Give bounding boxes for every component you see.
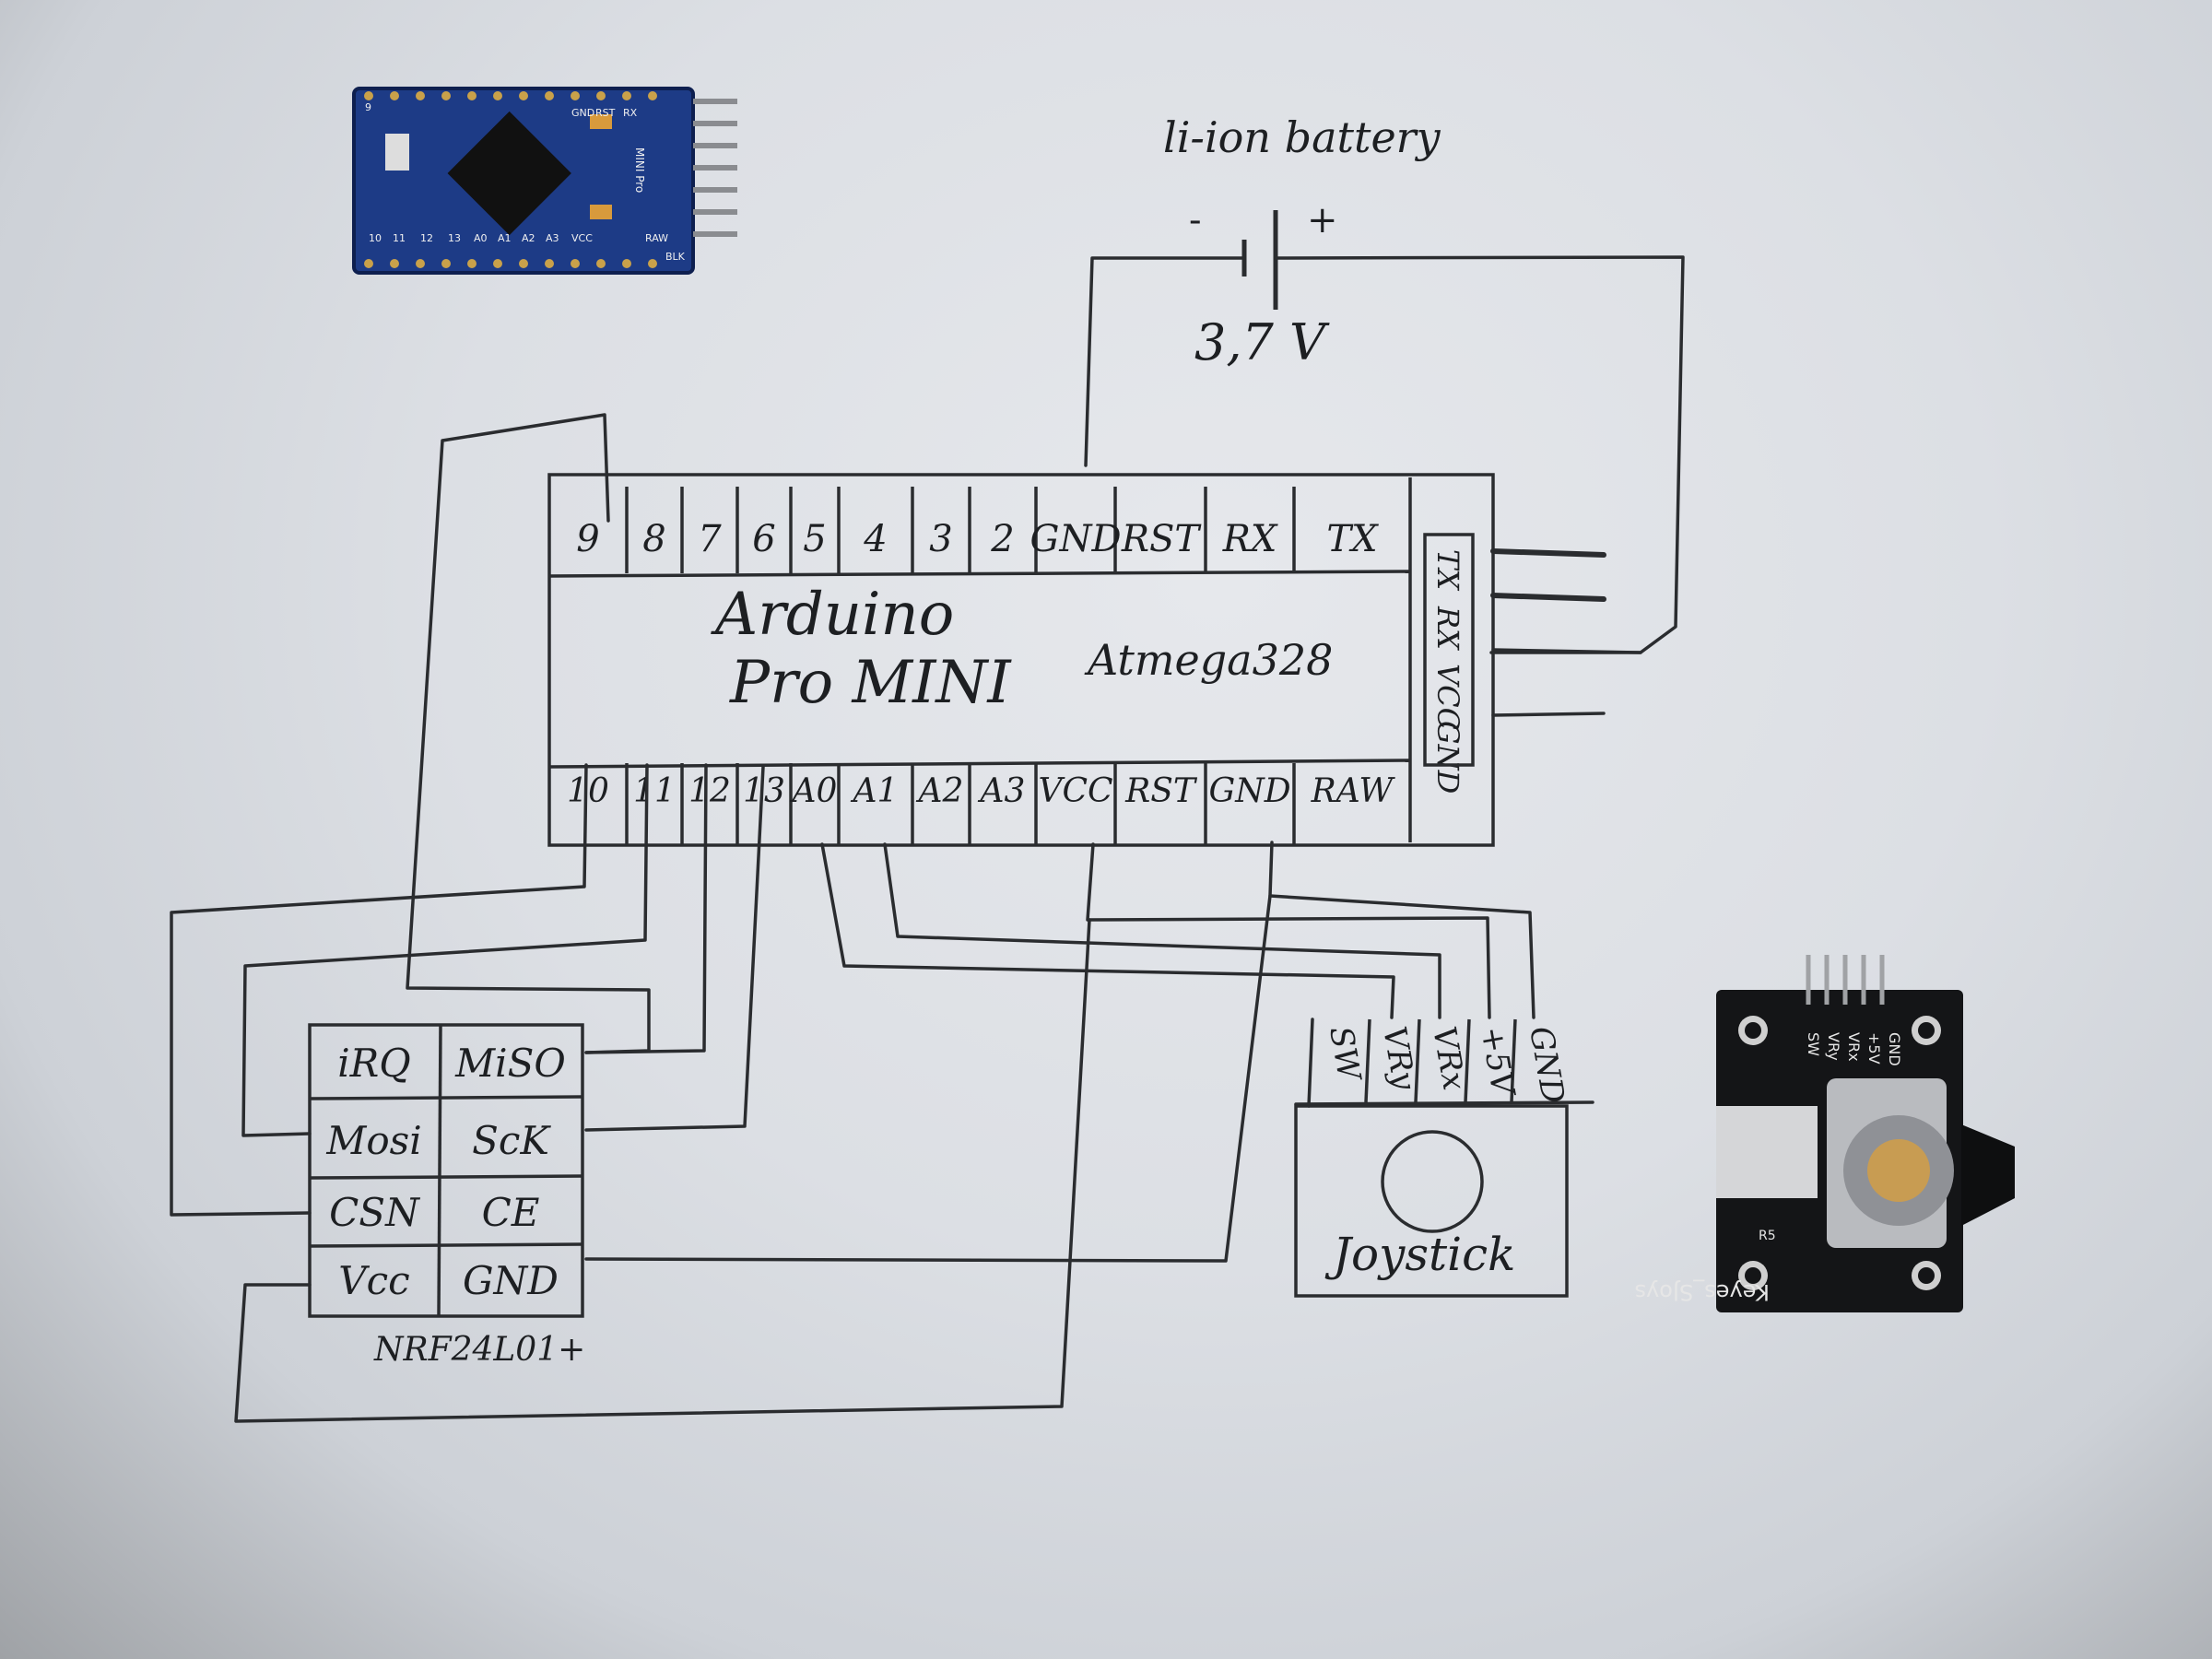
arduino-top-pin-rst: RST <box>1121 518 1203 560</box>
nrf24l01-module: iRQ MiSO Mosi ScK CSN CE Vcc GND NRF24L01+ <box>308 1023 585 1369</box>
joystick-pin-sw: SW <box>1322 1024 1368 1086</box>
photo-joystick-pin-vrx: VRx <box>1845 1032 1863 1062</box>
arduino-top-pin-2: 2 <box>990 518 1014 560</box>
wiring <box>170 413 1535 1423</box>
board-bottom-label-12: 12 <box>420 232 433 244</box>
arduino-bottom-pin-a3: A3 <box>978 772 1026 810</box>
arduino-bottom-pin-10: 10 <box>567 772 609 810</box>
arduino-side-pin-vcc: VCC <box>1430 664 1465 730</box>
arduino-side-pin-gnd: GND <box>1430 721 1465 794</box>
arduino-side-pin-tx: TX <box>1430 549 1465 591</box>
board-top-label-gnd: GND <box>571 107 594 119</box>
board-bottom-label-raw: RAW <box>645 232 668 244</box>
board-top-label-rst: RST <box>595 107 616 119</box>
board-top-label-rx: RX <box>623 107 638 119</box>
nrf-pin-miso: MiSO <box>454 1041 566 1086</box>
arduino-chip: Atmega328 <box>1084 635 1333 685</box>
board-bottom-label-a0: A0 <box>474 232 488 244</box>
board-bottom-label-11: 11 <box>393 232 406 244</box>
photo-joystick-resistor: R5 <box>1759 1229 1776 1243</box>
photo-joystick-pin-vry: VRy <box>1825 1032 1842 1061</box>
arduino-bottom-pin-12: 12 <box>688 772 731 810</box>
nrf-label: NRF24L01+ <box>373 1331 585 1369</box>
board-corner-text: BLK <box>665 251 686 263</box>
photo-joystick-pin-sw: SW <box>1805 1032 1822 1056</box>
battery-plus-sign: + <box>1307 199 1338 241</box>
arduino-bottom-pin-vcc: VCC <box>1038 772 1112 810</box>
arduino-bottom-pin-a0: A0 <box>790 772 838 810</box>
battery-minus-sign: - <box>1189 199 1202 241</box>
arduino-top-pin-3: 3 <box>929 518 952 560</box>
arduino-top-pin-8: 8 <box>642 518 665 560</box>
arduino-top-pin-7: 7 <box>698 518 722 560</box>
board-bottom-label-13: 13 <box>448 232 461 244</box>
board-bottom-label-a2: A2 <box>522 232 535 244</box>
joystick-knob-symbol <box>1381 1130 1484 1233</box>
arduino-bottom-pin-a1: A1 <box>851 772 899 810</box>
arduino-side-pin-rx: RX <box>1430 606 1465 651</box>
photo-joystick-pin-5v: +5V <box>1865 1032 1883 1065</box>
battery-symbol: li-ion battery - + 3,7 V <box>1084 112 1685 654</box>
arduino-name-line2: Pro MINI <box>729 649 1012 717</box>
board-bottom-label-a3: A3 <box>546 232 559 244</box>
joystick-pin-gnd: GND <box>1522 1024 1571 1107</box>
arduino-bottom-pin-11: 11 <box>633 772 676 810</box>
arduino-top-pin-5: 5 <box>803 518 826 560</box>
nrf-pin-gnd: GND <box>463 1258 559 1303</box>
arduino-top-pin-rx: RX <box>1222 518 1278 560</box>
nrf-pin-ce: CE <box>482 1190 540 1235</box>
arduino-top-pin-6: 6 <box>752 518 775 560</box>
nrf-pin-csn: CSN <box>329 1190 420 1235</box>
nrf-pin-irq: iRQ <box>337 1041 411 1086</box>
board-bottom-label-a1: A1 <box>498 232 512 244</box>
arduino-top-pin-4: 4 <box>863 518 887 560</box>
arduino-bottom-pin-gnd: GND <box>1208 772 1290 810</box>
arduino-bottom-pin-raw: RAW <box>1311 772 1396 810</box>
arduino-bottom-pin-rst: RST <box>1124 772 1198 810</box>
joystick-pin-vrx: VRx <box>1425 1024 1472 1093</box>
battery-title: li-ion battery <box>1163 112 1441 162</box>
arduino-top-pin-9: 9 <box>576 518 599 560</box>
nrf-pin-sck: ScK <box>472 1118 551 1163</box>
battery-voltage: 3,7 V <box>1194 313 1330 371</box>
board-bottom-label-vcc: VCC <box>571 232 593 244</box>
board-side-text: MINI Pro <box>633 147 646 193</box>
joystick-pin-vry: VRy <box>1375 1024 1422 1093</box>
arduino-top-pin-tx: TX <box>1326 518 1379 560</box>
arduino-board-photo: 9 GND RST RX 10 11 12 13 A0 A1 A2 A3 VCC… <box>352 87 737 275</box>
arduino-name-line1: Arduino <box>711 581 954 649</box>
joystick-label: Joystick <box>1324 1228 1515 1281</box>
photo-joystick-brand: Keyes_SJoys <box>1635 1279 1770 1305</box>
board-top-label-9: 9 <box>365 101 371 113</box>
arduino-bottom-pin-a2: A2 <box>916 772 964 810</box>
board-bottom-label-10: 10 <box>369 232 382 244</box>
nrf-pin-mosi: Mosi <box>325 1118 421 1163</box>
arduino-top-pin-gnd: GND <box>1030 518 1121 560</box>
nrf-pin-vcc: Vcc <box>338 1258 409 1303</box>
photo-joystick-pin-gnd: GND <box>1886 1032 1903 1066</box>
